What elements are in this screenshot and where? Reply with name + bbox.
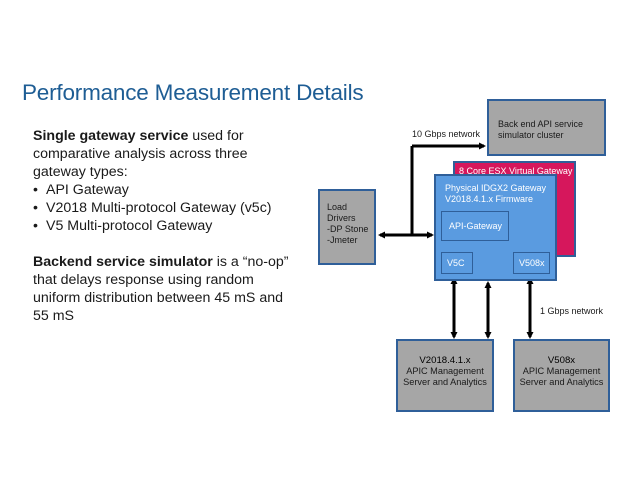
load-line-3: -DP Stone (327, 224, 369, 234)
slide-title: Performance Measurement Details (22, 80, 364, 105)
backend-rest: is a “no-op” that delays response using … (33, 254, 289, 324)
apic-right-title: V508x (547, 355, 576, 366)
physical-line-1: Physical IDGX2 Gateway (445, 183, 547, 193)
apic-left-box: V2018.4.1.x APIC Management Server and A… (396, 339, 494, 412)
backend-service-box: Back end API service simulator cluster (487, 99, 606, 156)
apic-right-line-2: Server and Analytics (519, 377, 604, 387)
intro-rest: used for comparative analysis across thr… (33, 128, 248, 180)
load-line-4: -Jmeter (327, 235, 358, 245)
list-item: API Gateway (33, 181, 291, 199)
port-v5c: V5C (441, 252, 473, 274)
backend-line-1: Back end API service (498, 119, 584, 129)
load-drivers-box: Load Drivers -DP Stone -Jmeter (318, 189, 376, 265)
intro-paragraph: Single gateway service used for comparat… (33, 127, 291, 181)
description-text: Single gateway service used for comparat… (33, 127, 291, 325)
load-line-1: Load (327, 202, 348, 212)
backend-bold: Backend service simulator (33, 254, 213, 270)
physical-line-2: V2018.4.1.x Firmware (445, 194, 534, 204)
list-item: V5 Multi-protocol Gateway (33, 217, 291, 235)
apic-right-box: V508x APIC Management Server and Analyti… (513, 339, 610, 412)
apic-left-line-1: APIC Management (406, 366, 484, 376)
esx-label: 8 Core ESX Virtual Gateway (459, 166, 573, 176)
api-gateway-box: API-Gateway (441, 211, 509, 241)
intro-bold: Single gateway service (33, 128, 189, 144)
gateway-type-list: API Gateway V2018 Multi-protocol Gateway… (33, 181, 291, 235)
network-10g-label: 10 Gbps network (412, 129, 481, 139)
apic-left-title: V2018.4.1.x (419, 355, 471, 366)
backend-paragraph: Backend service simulator is a “no-op” t… (33, 253, 291, 325)
port-v508x: V508x (513, 252, 550, 274)
apic-left-line-2: Server and Analytics (403, 377, 487, 387)
list-item: V2018 Multi-protocol Gateway (v5c) (33, 199, 291, 217)
network-1g-label: 1 Gbps network (540, 306, 604, 316)
backend-line-2: simulator cluster (498, 130, 564, 140)
load-line-2: Drivers (327, 213, 356, 223)
apic-right-line-1: APIC Management (522, 366, 601, 376)
